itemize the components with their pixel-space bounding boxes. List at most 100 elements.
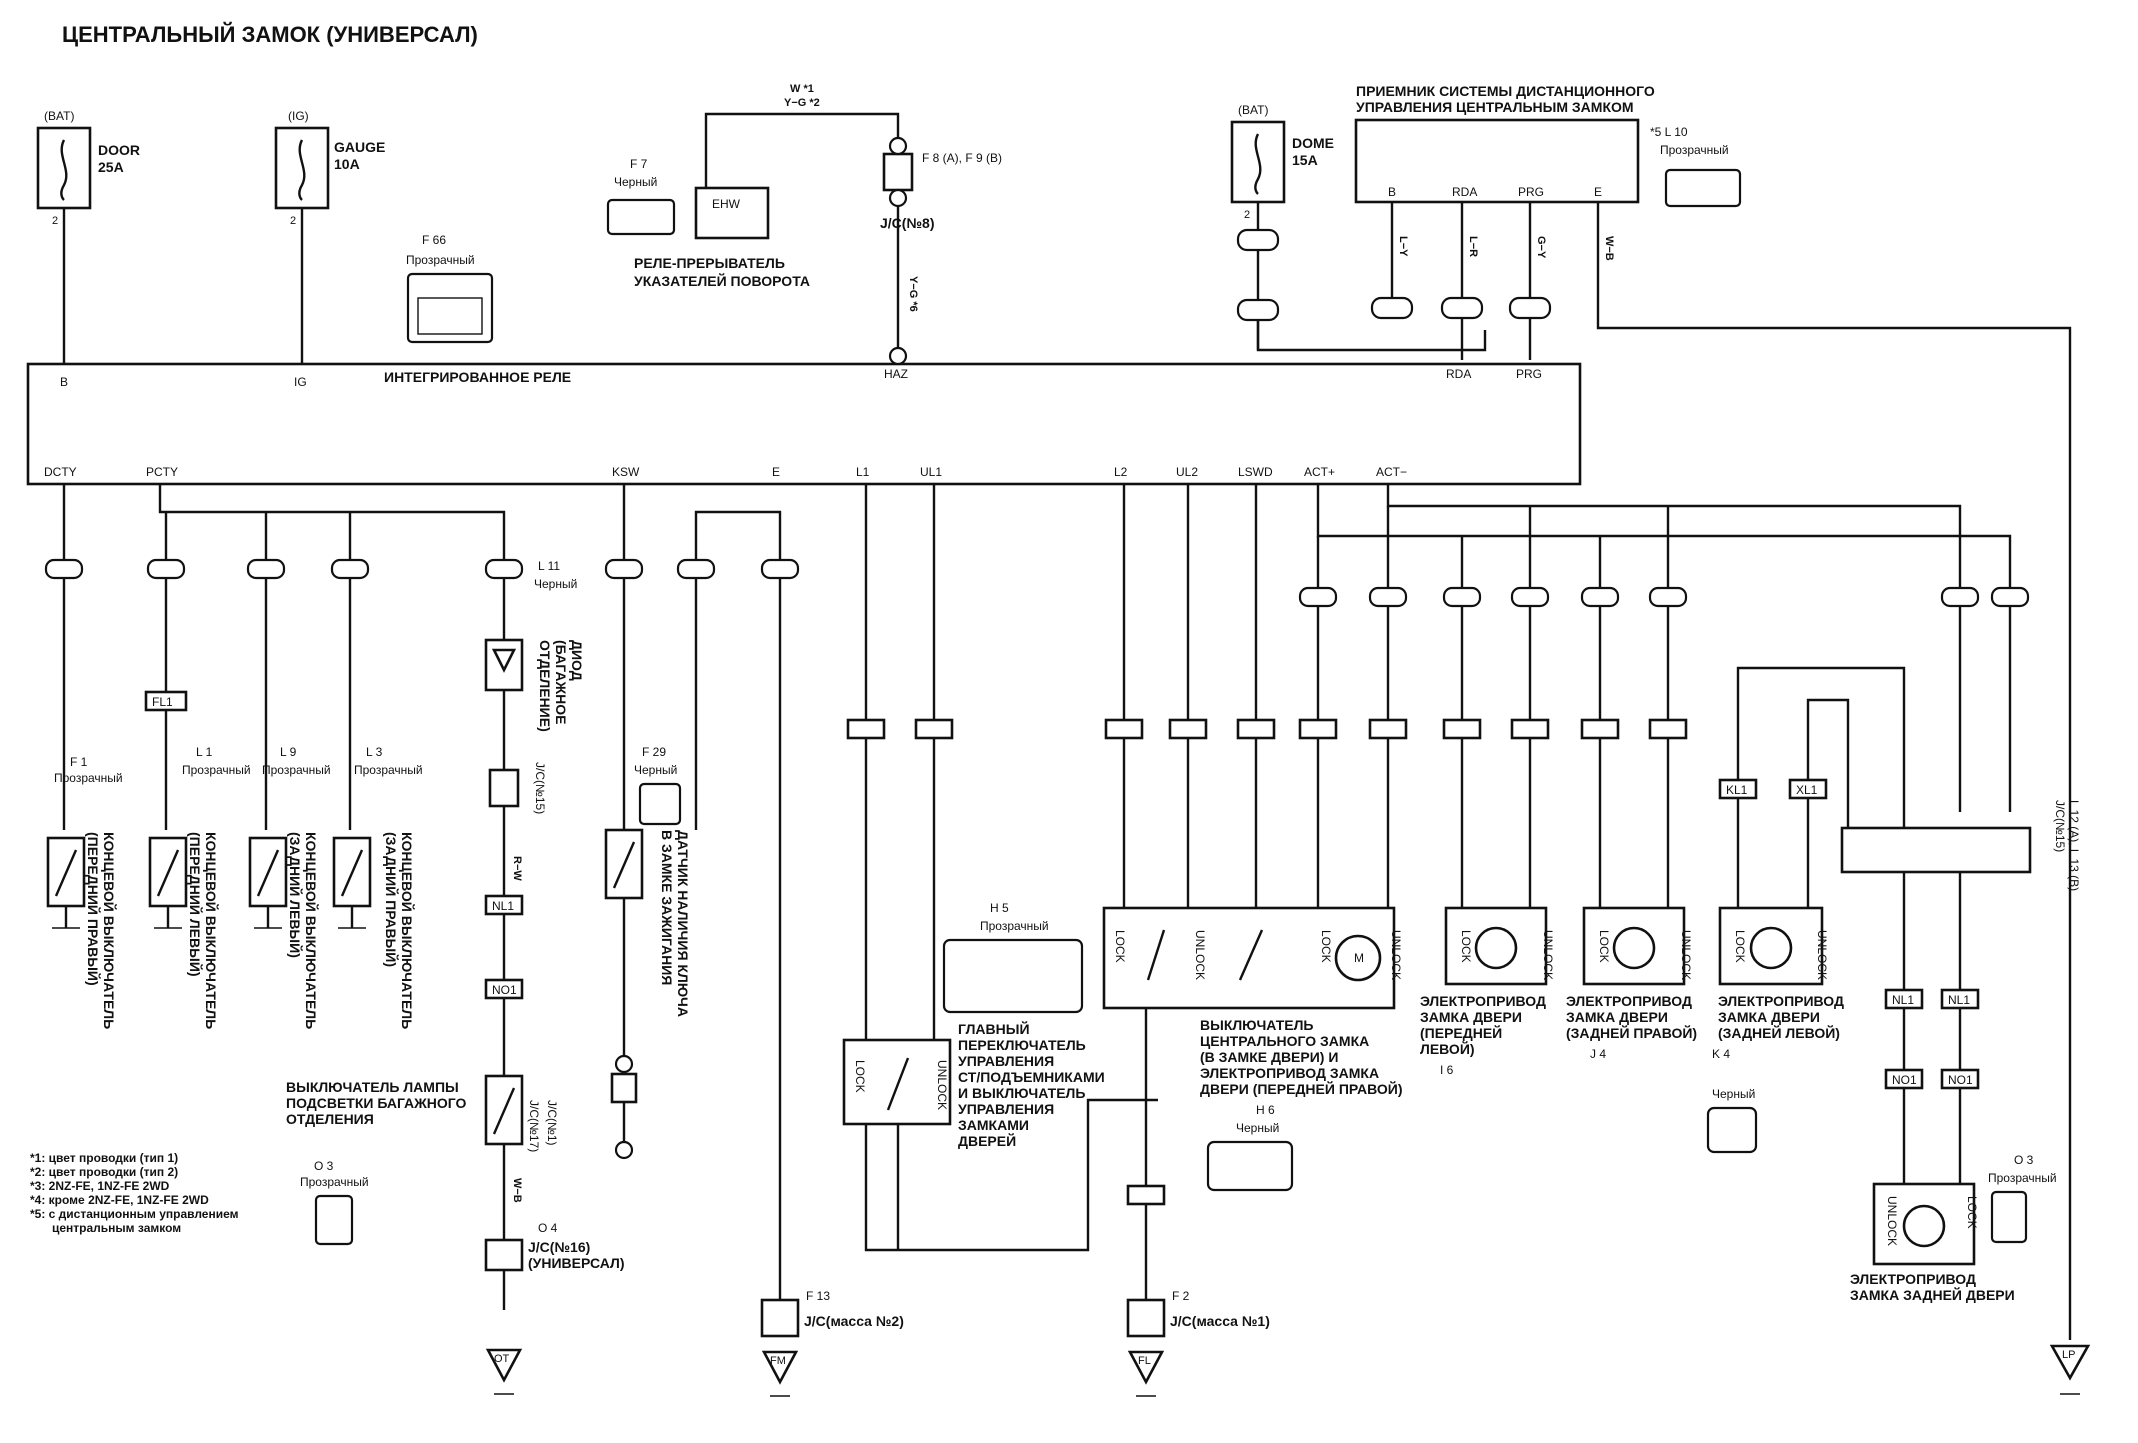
receiver-wire-e: W−B <box>1603 236 1615 261</box>
door-switch-lock: LOCK <box>1113 930 1127 963</box>
switch-fr-conn: F 1 <box>70 755 88 769</box>
relay-pin-e: E <box>772 465 780 479</box>
fuse-dome-name: DOME <box>1292 135 1334 151</box>
jf1-act-2 <box>1648 718 1688 740</box>
wire-wb-luggage: W−B <box>511 1178 523 1203</box>
relay-top-pin-prg: PRG <box>1516 367 1542 381</box>
luggage-chain: L 11 Черный ДИОД (БАГАЖНОЕ ОТДЕЛЕНИЕ) J/… <box>286 558 625 1395</box>
actuator-back-label-2: ЗАМКА ЗАДНЕЙ ДВЕРИ <box>1850 1286 2015 1303</box>
actuator-rr-label-2: ЗАМКА ДВЕРИ <box>1566 1009 1668 1025</box>
wire-main-switch-ground <box>864 1098 1158 1252</box>
no1-right-b <box>1940 1068 1980 1090</box>
receiver-pin-rda: RDA <box>1452 185 1477 199</box>
receiver-connector-color: Прозрачный <box>1660 143 1729 157</box>
switch-rl-blade <box>256 849 280 897</box>
mass2-name: J/C(масса №2) <box>804 1313 904 1329</box>
jc15-right-box <box>1840 826 2032 874</box>
relay-pin-pcty: PCTY <box>146 465 178 479</box>
key-sensor-label-2: В ЗАМКЕ ЗАЖИГАНИЯ <box>659 830 675 985</box>
flasher-wire-1: W *1 <box>790 83 814 95</box>
actuator-back-conn: O 3 <box>2014 1153 2034 1167</box>
door-switch-blade-2 <box>1238 929 1264 981</box>
hf1-act-2 <box>1368 718 1408 740</box>
if2-act-1 <box>1442 718 1482 740</box>
switch-rl-conn: L 9 <box>280 745 297 759</box>
hf1-ul1-box <box>914 718 954 740</box>
main-switch-lock: LOCK <box>853 1060 867 1093</box>
main-switch-label-7: ЗАМКАМИ <box>958 1117 1029 1133</box>
no1-left-label: NO1 <box>492 983 517 997</box>
actuator-back-lock: LOCK <box>1965 1196 1979 1229</box>
wire-dome-to-relay <box>1256 320 1487 352</box>
luggage-lamp-label-2: ПОДСВЕТКИ БАГАЖНОГО <box>286 1095 467 1111</box>
diode-conn: L 11 <box>538 559 560 573</box>
integrated-relay: ИНТЕГРИРОВАННОЕ РЕЛЕ B IG HAZ RDA PRG DC… <box>26 346 1582 486</box>
mass1-conn: F 2 <box>1172 1289 1190 1303</box>
door-switch-connector-icon <box>1206 1140 1294 1192</box>
key-sensor-color: Черный <box>634 763 677 777</box>
wire-flasher-top <box>704 112 900 188</box>
actuator-back-door: UNLOCK LOCK ЭЛЕКТРОПРИВОД ЗАМКА ЗАДНЕЙ Д… <box>1850 1153 2057 1303</box>
relay-pin-l2: L2 <box>1114 465 1128 479</box>
actuator-fl-label-4: ЛЕВОЙ) <box>1420 1040 1475 1057</box>
wire-receiver-e <box>1596 202 2072 1340</box>
jc-8-name: J/C(№8) <box>880 215 935 231</box>
switch-rr-blade <box>340 849 364 897</box>
switch-fl-color: Прозрачный <box>182 763 251 777</box>
actuator-fl-label-1: ЭЛЕКТРОПРИВОД <box>1420 993 1546 1009</box>
door-switch-unlock: UNLOCK <box>1193 930 1207 980</box>
hf1-lswd-box <box>1236 718 1276 740</box>
actuator-rl-label-2: ЗАМКА ДВЕРИ <box>1718 1009 1820 1025</box>
switch-rr-color: Прозрачный <box>354 763 423 777</box>
relay-connector-color: Прозрачный <box>406 253 475 267</box>
main-switch-label-4: СТ/ПОДЪЕМНИКАМИ <box>958 1069 1105 1085</box>
flasher-pin-label: EHW <box>712 197 741 211</box>
act-conn-4 <box>1510 586 1550 608</box>
hf1-ul2-box <box>1168 718 1208 740</box>
relay-pin-act-minus: ACT− <box>1376 465 1407 479</box>
dome-connector-2 <box>1236 298 1280 322</box>
actuator-back-connector-icon <box>1990 1190 2028 1244</box>
actuator-rear-right: LOCK UNLOCK ЭЛЕКТРОПРИВОД ЗАМКА ДВЕРИ (З… <box>1566 906 1697 1061</box>
relay-top-pin-b: B <box>60 375 68 389</box>
hf1-act-1 <box>1298 718 1338 740</box>
main-switch-unlock: UNLOCK <box>935 1060 949 1110</box>
main-switch-conn: H 5 <box>990 901 1009 915</box>
flasher-box <box>694 186 770 240</box>
fuse-dome-amp: 15A <box>1292 152 1318 168</box>
door-switch-label-4: ЭЛЕКТРОПРИВОД ЗАМКА <box>1200 1065 1379 1081</box>
actuator-bus <box>1298 484 2030 908</box>
diode-color: Черный <box>534 577 577 591</box>
fl1-junction <box>144 690 188 712</box>
note-6: центральным замком <box>52 1221 181 1235</box>
sw3-connector <box>246 558 286 580</box>
fuse-door: (BAT) DOOR 25A 2 <box>36 109 140 368</box>
note-1: *1: цвет проводки (тип 1) <box>30 1151 178 1165</box>
ground-fm-icon <box>761 1350 799 1385</box>
sw1-connector <box>44 558 84 580</box>
actuator-rl-label-3: (ЗАДНЕЙ ЛЕВОЙ) <box>1718 1024 1840 1041</box>
actuator-rl-connector-icon <box>1706 1106 1758 1154</box>
ksw-connector <box>604 558 644 580</box>
door-switch-label-3: (В ЗАМКЕ ДВЕРИ) И <box>1200 1049 1338 1065</box>
nl1-right-b <box>1940 988 1980 1010</box>
flasher-label-1: РЕЛЕ-ПРЕРЫВАТЕЛЬ <box>634 255 785 271</box>
jc15-right-ref: L 12 (A), L 13 (B) <box>2067 800 2081 891</box>
ksw-jc-a <box>614 1054 634 1074</box>
door-switch-conn: H 6 <box>1256 1103 1275 1117</box>
footnotes: *1: цвет проводки (тип 1) *2: цвет прово… <box>30 1151 239 1235</box>
jc-8-pin-b <box>888 188 908 208</box>
relay-top-pin-haz: HAZ <box>884 367 908 381</box>
no1-right-a-label: NO1 <box>1892 1073 1917 1087</box>
main-switch-connector-icon <box>942 938 1084 1014</box>
actuator-rl-conn: K 4 <box>1712 1047 1730 1061</box>
flasher-wire-2: Y−G *2 <box>784 97 820 109</box>
flasher-connector-color: Черный <box>614 175 657 189</box>
relay-pin-act-plus: ACT+ <box>1304 465 1335 479</box>
receiver-connector-prg <box>1508 296 1552 320</box>
integrated-relay-box <box>26 362 1582 486</box>
key-sensor-blade <box>612 841 636 889</box>
key-sensor-label-1: ДАТЧИК НАЛИЧИЯ КЛЮЧА <box>675 830 691 1017</box>
luggage-lamp-connector-icon <box>314 1194 354 1246</box>
actuator-rear-left: KL1 XL1 LOCK UNLOCK ЭЛЕКТРОПРИВОД ЗАМКА … <box>1706 666 2081 1190</box>
